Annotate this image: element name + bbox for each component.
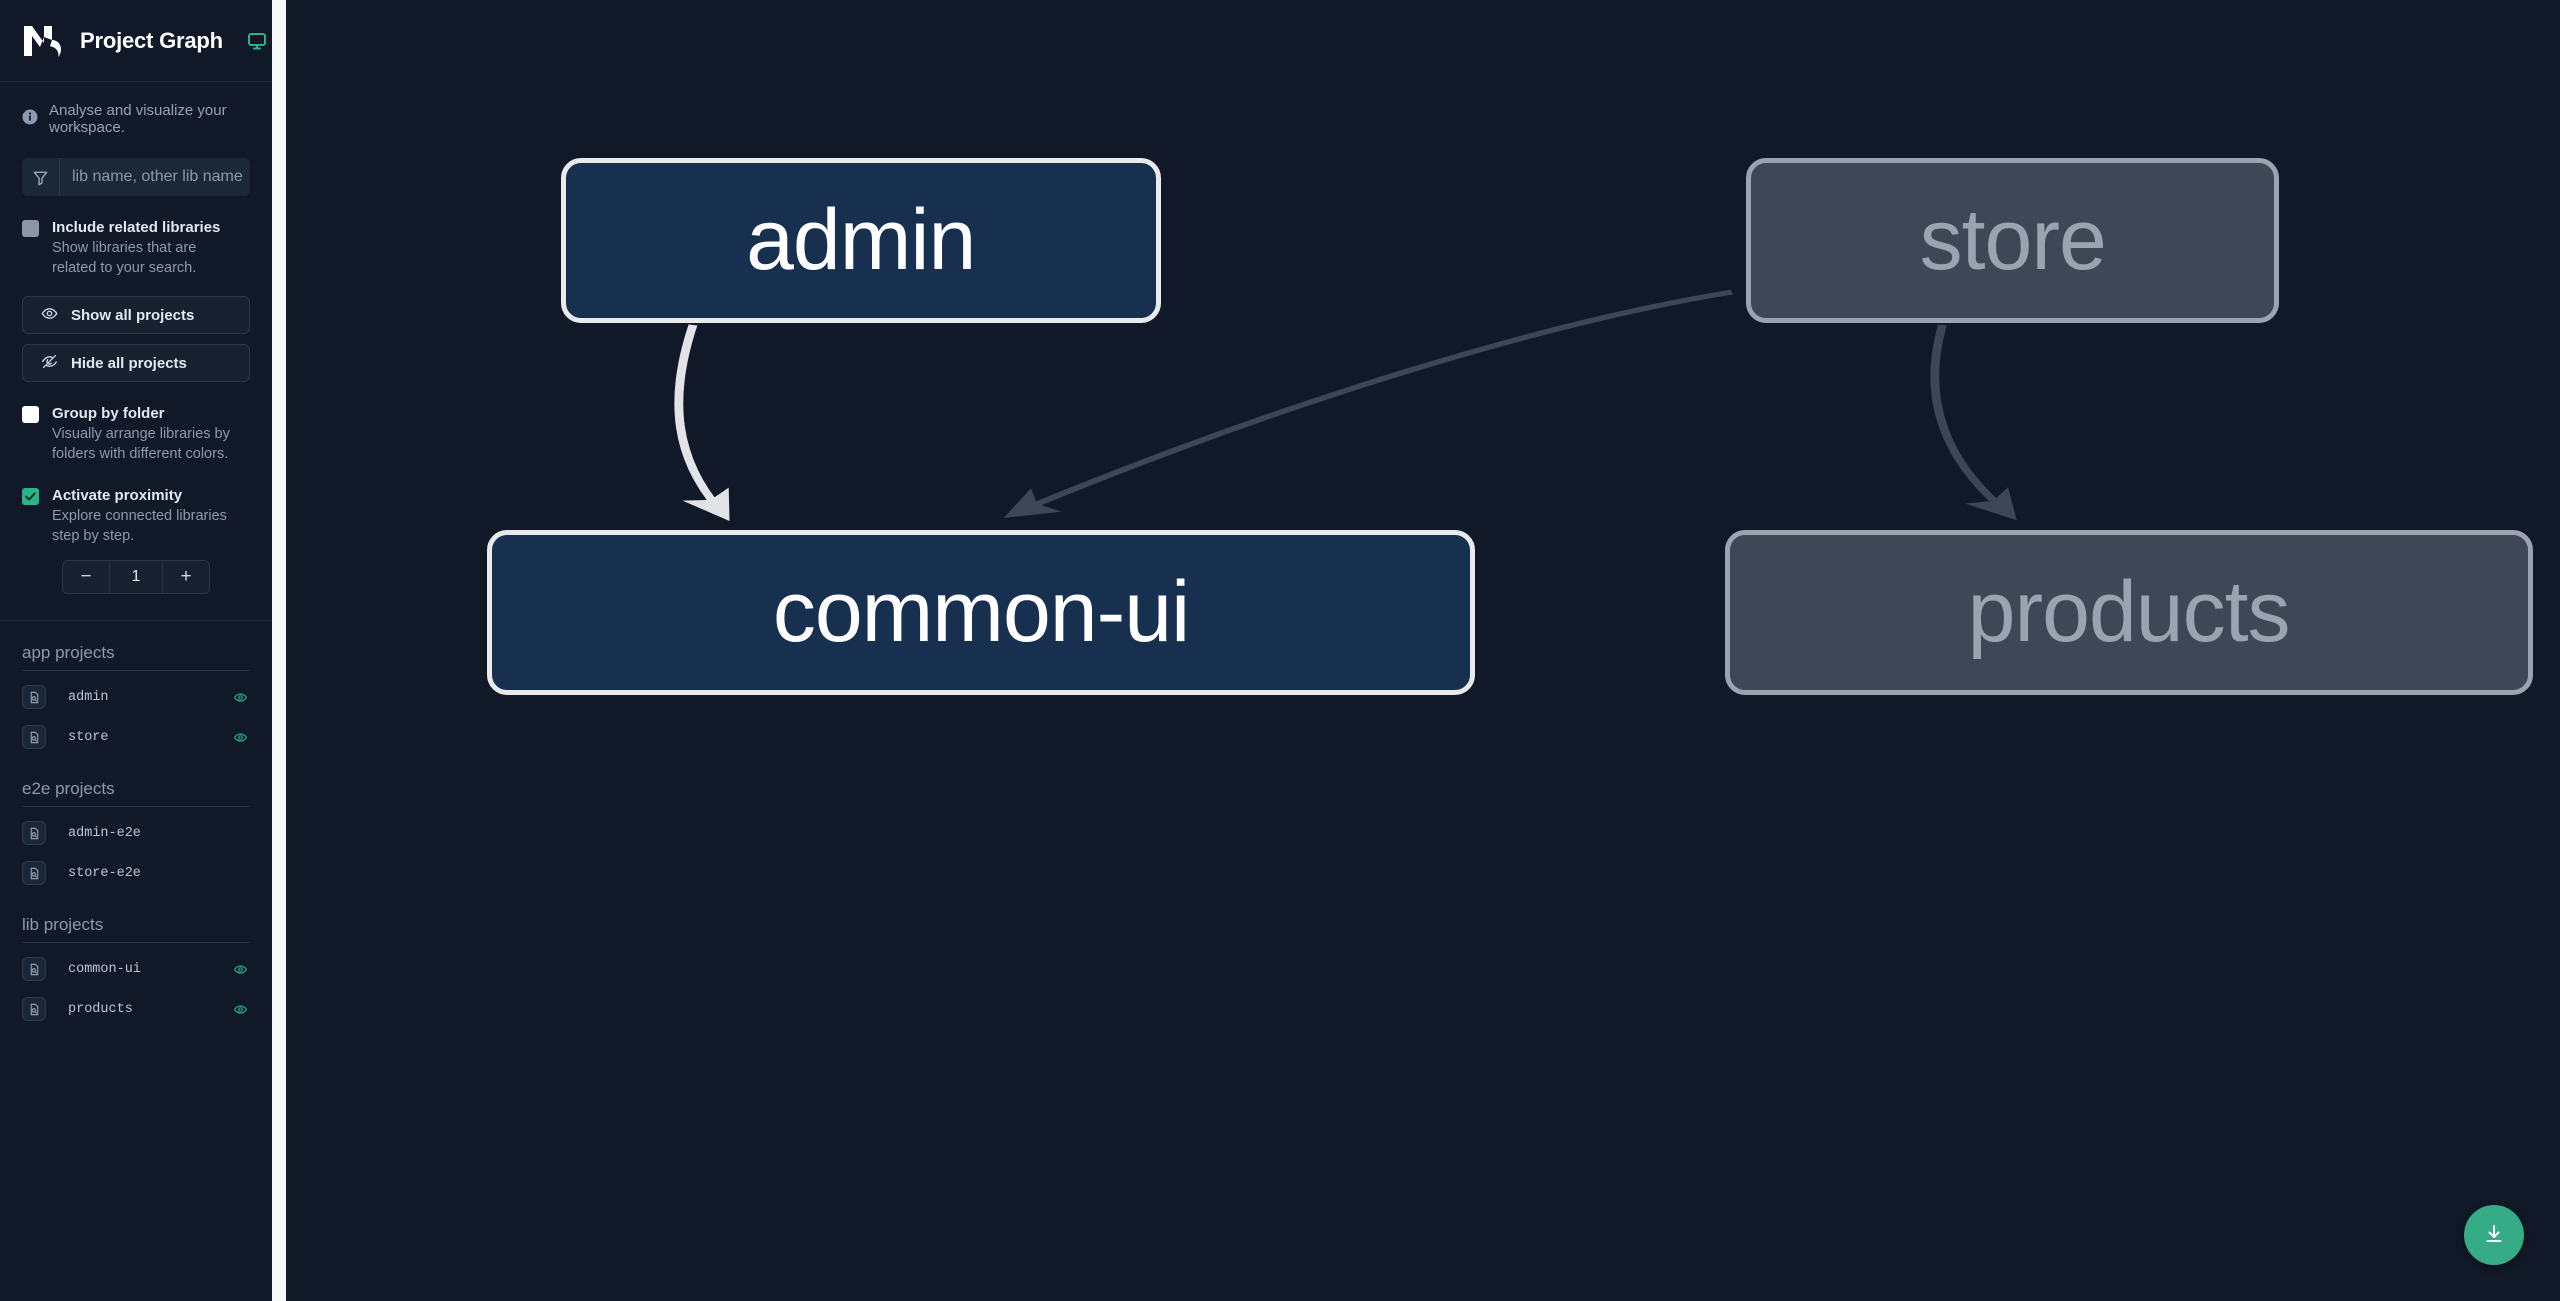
page-title: Project Graph xyxy=(80,27,223,53)
graph-node-label: admin xyxy=(746,192,976,288)
project-name: products xyxy=(68,1001,133,1017)
show-all-projects-button[interactable]: Show all projects xyxy=(22,296,250,334)
sidebar-resize-handle[interactable] xyxy=(272,0,286,1301)
project-icon xyxy=(22,861,46,885)
project-name: admin-e2e xyxy=(68,825,141,841)
eye-icon[interactable] xyxy=(230,1002,250,1017)
option-description: Show libraries that are related to your … xyxy=(52,240,197,276)
option-include-related-libraries: Include related libraries Show libraries… xyxy=(0,196,272,278)
graph-node-products[interactable]: products xyxy=(1724,530,2533,695)
option-group-by-folder: Group by folder Visually arrange librari… xyxy=(0,382,272,464)
list-item[interactable]: common-ui xyxy=(22,949,250,989)
project-group-lib-projects: lib projects common-ui products xyxy=(0,893,272,1029)
proximity-stepper-wrap: − 1 + xyxy=(0,546,272,594)
option-activate-proximity: Activate proximity Explore connected lib… xyxy=(0,464,272,546)
option-description: Explore connected libraries step by step… xyxy=(52,508,227,544)
show-all-projects-label: Show all projects xyxy=(71,306,195,324)
option-title: Group by folder xyxy=(52,405,165,422)
project-group-e2e-projects: e2e projects admin-e2e store-e2e xyxy=(0,757,272,893)
option-title: Activate proximity xyxy=(52,487,183,504)
search-box[interactable] xyxy=(22,158,250,196)
graph-edges xyxy=(674,289,2017,521)
graph-node-label: store xyxy=(1919,192,2107,288)
search-input[interactable] xyxy=(60,168,250,186)
sidebar-header: Project Graph xyxy=(0,0,272,82)
quantity-stepper: − 1 + xyxy=(62,560,210,594)
proximity-increment-button[interactable]: + xyxy=(163,561,209,593)
activate-proximity-checkbox[interactable] xyxy=(22,488,39,505)
download-button[interactable] xyxy=(2464,1205,2524,1265)
visibility-buttons: Show all projects Hide all projects xyxy=(0,278,272,382)
graph-node-label: common-ui xyxy=(772,564,1190,660)
list-item[interactable]: admin xyxy=(22,677,250,717)
include-related-libraries-checkbox[interactable] xyxy=(22,220,39,237)
sidebar-scroll: Project Graph Analy xyxy=(0,0,272,1301)
tagline: Analyse and visualize your workspace. xyxy=(0,82,272,136)
option-title: Include related libraries xyxy=(52,219,221,236)
tagline-text: Analyse and visualize your workspace. xyxy=(49,102,227,136)
edge-store-to-products xyxy=(1930,324,2017,521)
sidebar-divider xyxy=(0,620,272,621)
group-by-folder-checkbox[interactable] xyxy=(22,406,39,423)
project-icon xyxy=(22,725,46,749)
project-groups: app projects admin store e2e projects admin-… xyxy=(0,621,272,1029)
monitor-icon[interactable] xyxy=(247,31,267,51)
list-item[interactable]: store-e2e xyxy=(22,853,250,893)
graph-node-store[interactable]: store xyxy=(1746,158,2280,323)
eye-icon[interactable] xyxy=(230,730,250,745)
project-group-app-projects: app projects admin store xyxy=(0,621,272,757)
project-icon xyxy=(22,685,46,709)
graph-canvas[interactable]: admin store common-ui products xyxy=(286,0,2560,1301)
project-name: store xyxy=(68,729,109,745)
proximity-decrement-button[interactable]: − xyxy=(63,561,109,593)
graph-node-label: products xyxy=(1967,564,2291,660)
list-item[interactable]: store xyxy=(22,717,250,757)
project-group-rule xyxy=(22,942,250,943)
project-icon xyxy=(22,997,46,1021)
eye-icon[interactable] xyxy=(230,690,250,705)
filter-icon xyxy=(22,158,60,196)
hide-all-projects-button[interactable]: Hide all projects xyxy=(22,344,250,382)
project-group-rule xyxy=(22,670,250,671)
project-group-title: lib projects xyxy=(22,915,104,934)
hide-all-projects-label: Hide all projects xyxy=(71,354,187,372)
project-name: store-e2e xyxy=(68,865,141,881)
graph-node-common-ui[interactable]: common-ui xyxy=(487,530,1475,695)
sidebar: Project Graph Analy xyxy=(0,0,272,1301)
info-icon xyxy=(22,109,38,130)
graph-node-admin[interactable]: admin xyxy=(560,158,1161,323)
project-name: admin xyxy=(68,689,109,705)
list-item[interactable]: products xyxy=(22,989,250,1029)
project-group-title: e2e projects xyxy=(22,779,115,798)
edge-store-to-common-ui xyxy=(1003,289,1734,518)
eye-off-icon xyxy=(41,353,58,374)
option-description: Visually arrange libraries by folders wi… xyxy=(52,426,230,462)
project-icon xyxy=(22,821,46,845)
list-item[interactable]: admin-e2e xyxy=(22,813,250,853)
download-icon xyxy=(2482,1222,2506,1249)
project-group-title: app projects xyxy=(22,643,115,662)
project-icon xyxy=(22,957,46,981)
proximity-value: 1 xyxy=(109,561,163,593)
eye-icon[interactable] xyxy=(230,962,250,977)
project-group-rule xyxy=(22,806,250,807)
eye-icon xyxy=(41,305,58,326)
nx-logo-icon xyxy=(22,24,66,58)
project-name: common-ui xyxy=(68,961,141,977)
search-section xyxy=(0,136,272,196)
edge-admin-to-common-ui xyxy=(674,324,730,521)
